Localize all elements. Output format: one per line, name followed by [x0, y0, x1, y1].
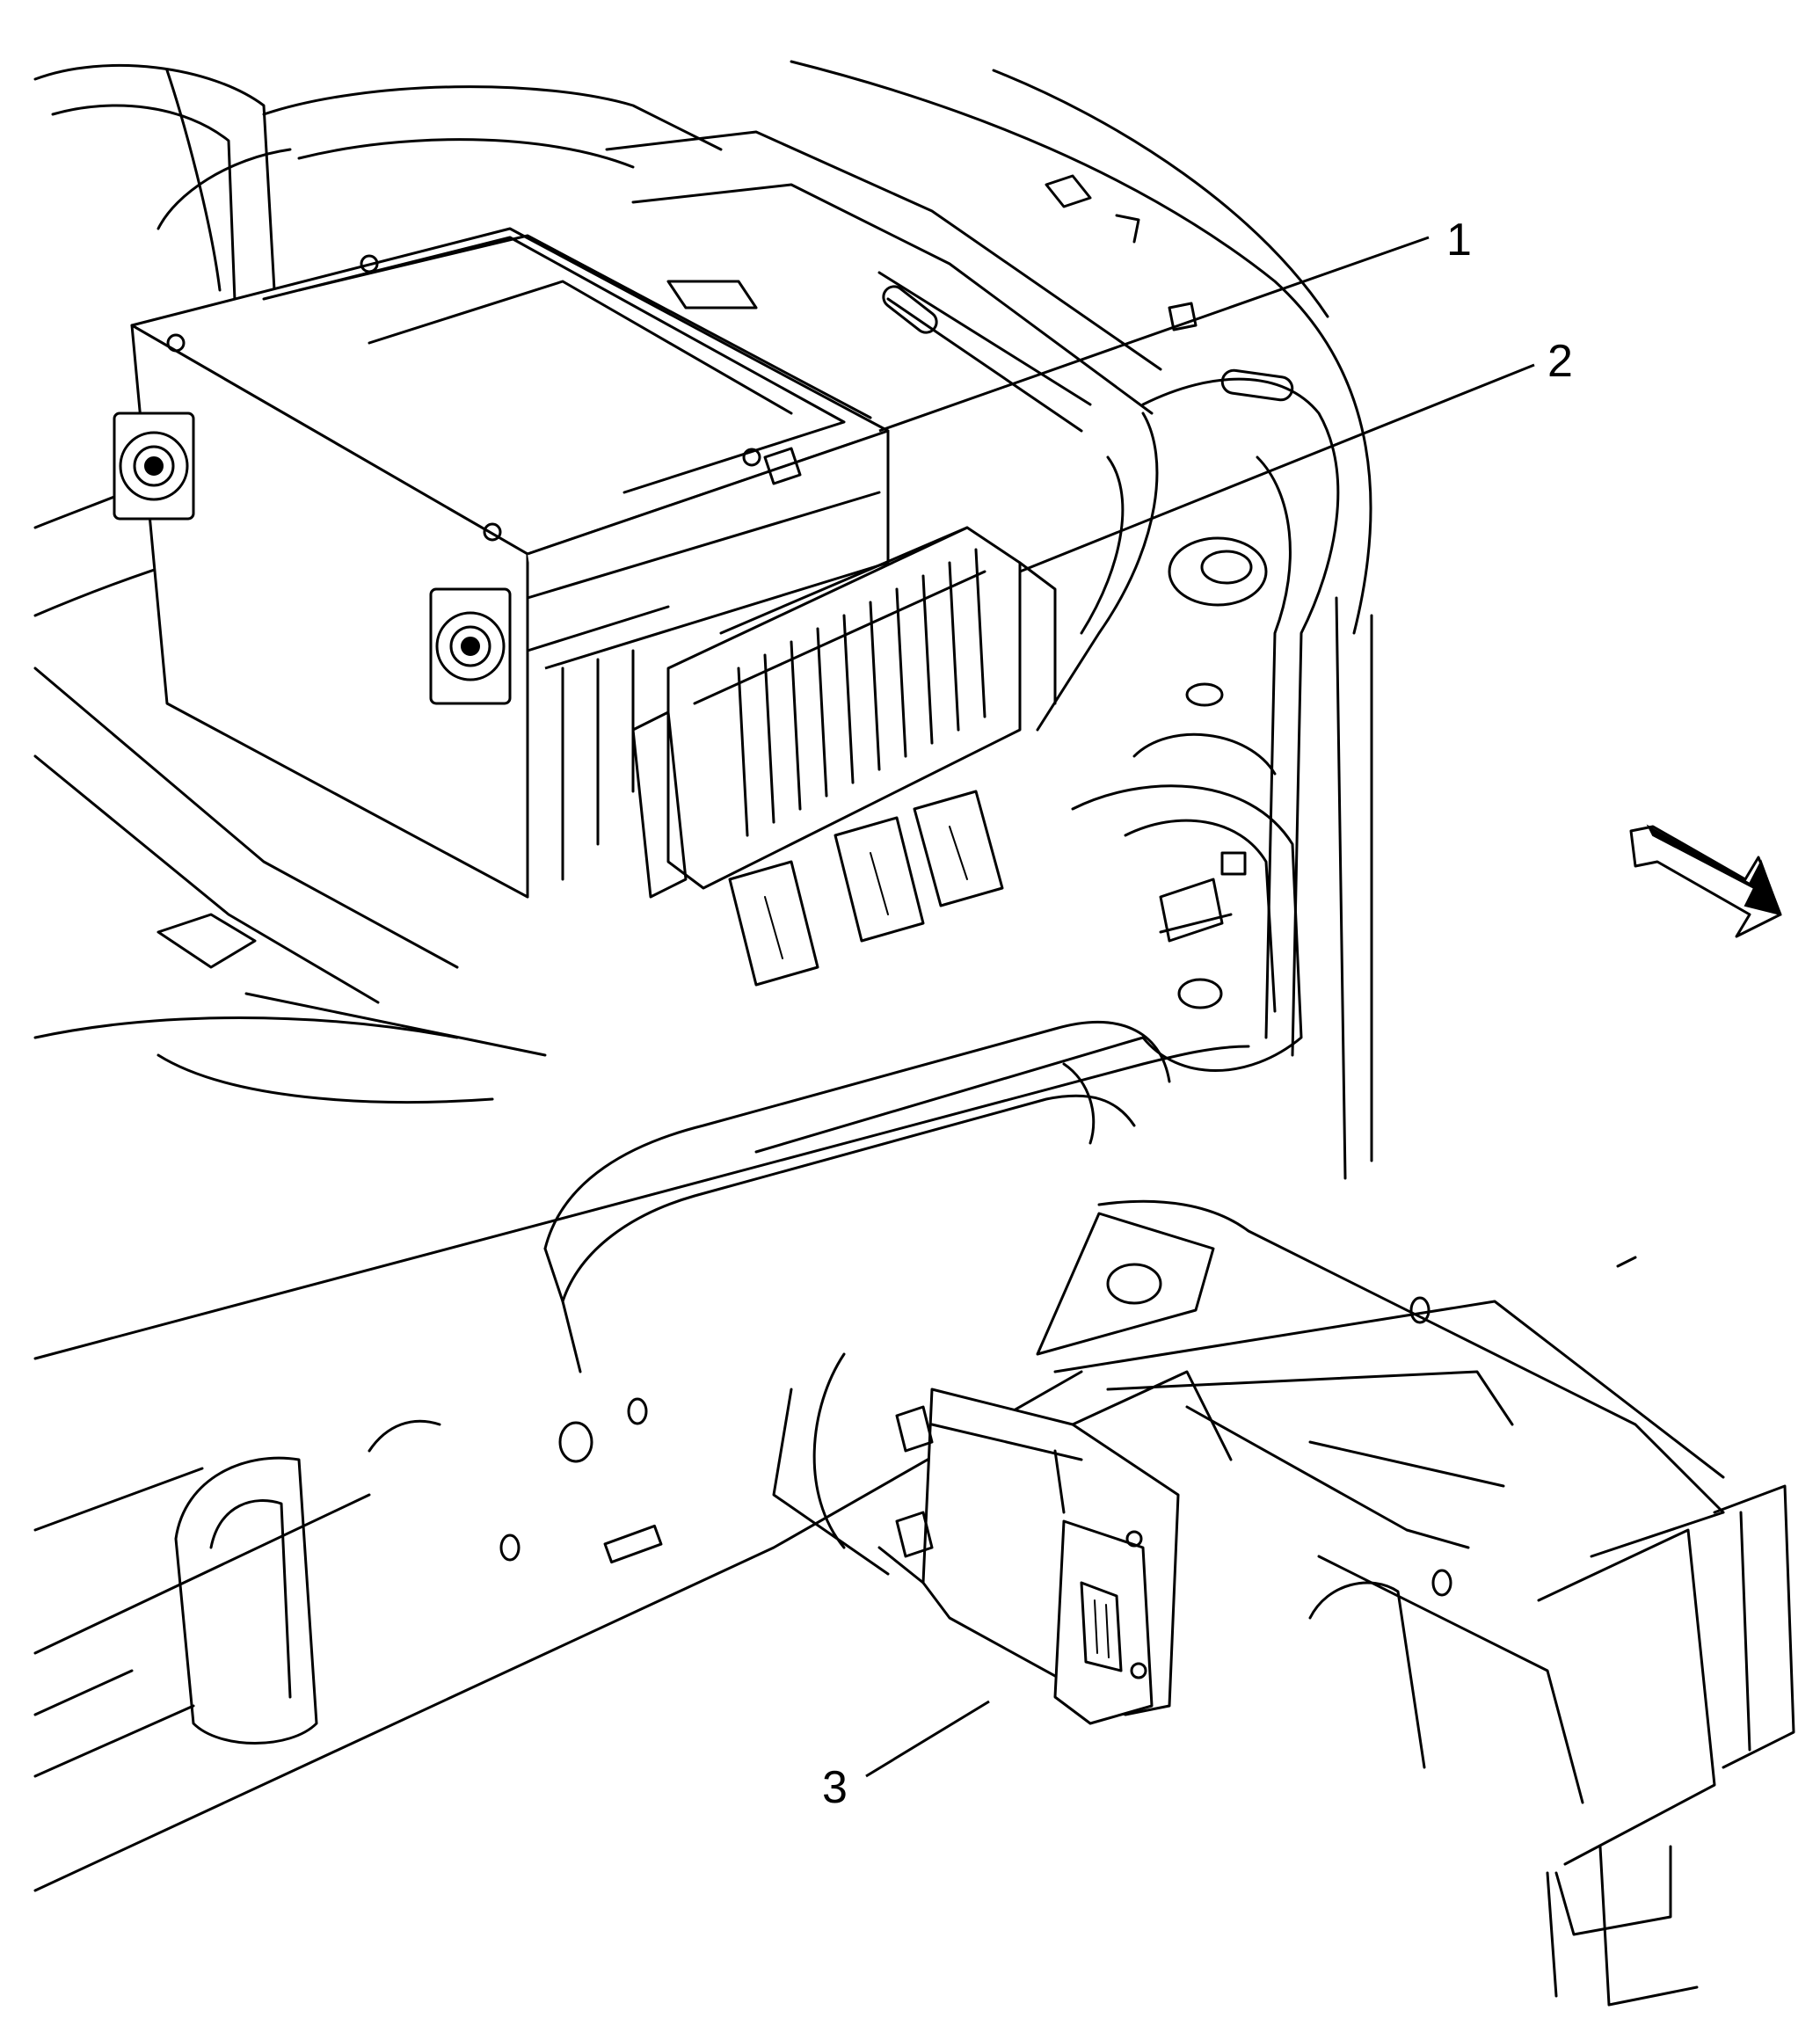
- component-3-bracket-module: [877, 1370, 1233, 1725]
- forward-arrow-icon: [1629, 824, 1782, 938]
- callout-label-1: 1: [1446, 215, 1472, 266]
- component-2-control-module: [631, 526, 1057, 987]
- leader-line-1: [878, 236, 1430, 433]
- rear-rail-assembly: [772, 1199, 1795, 2007]
- floor-panel-right: [790, 60, 1373, 1180]
- leader-line-2: [1019, 363, 1535, 573]
- callout-label-3: 3: [822, 1762, 848, 1813]
- callout-label-2: 2: [1547, 336, 1573, 387]
- leader-line-3: [865, 1700, 990, 1778]
- component-1-module-box: [113, 227, 890, 899]
- body-panel-structure: [33, 63, 1162, 1104]
